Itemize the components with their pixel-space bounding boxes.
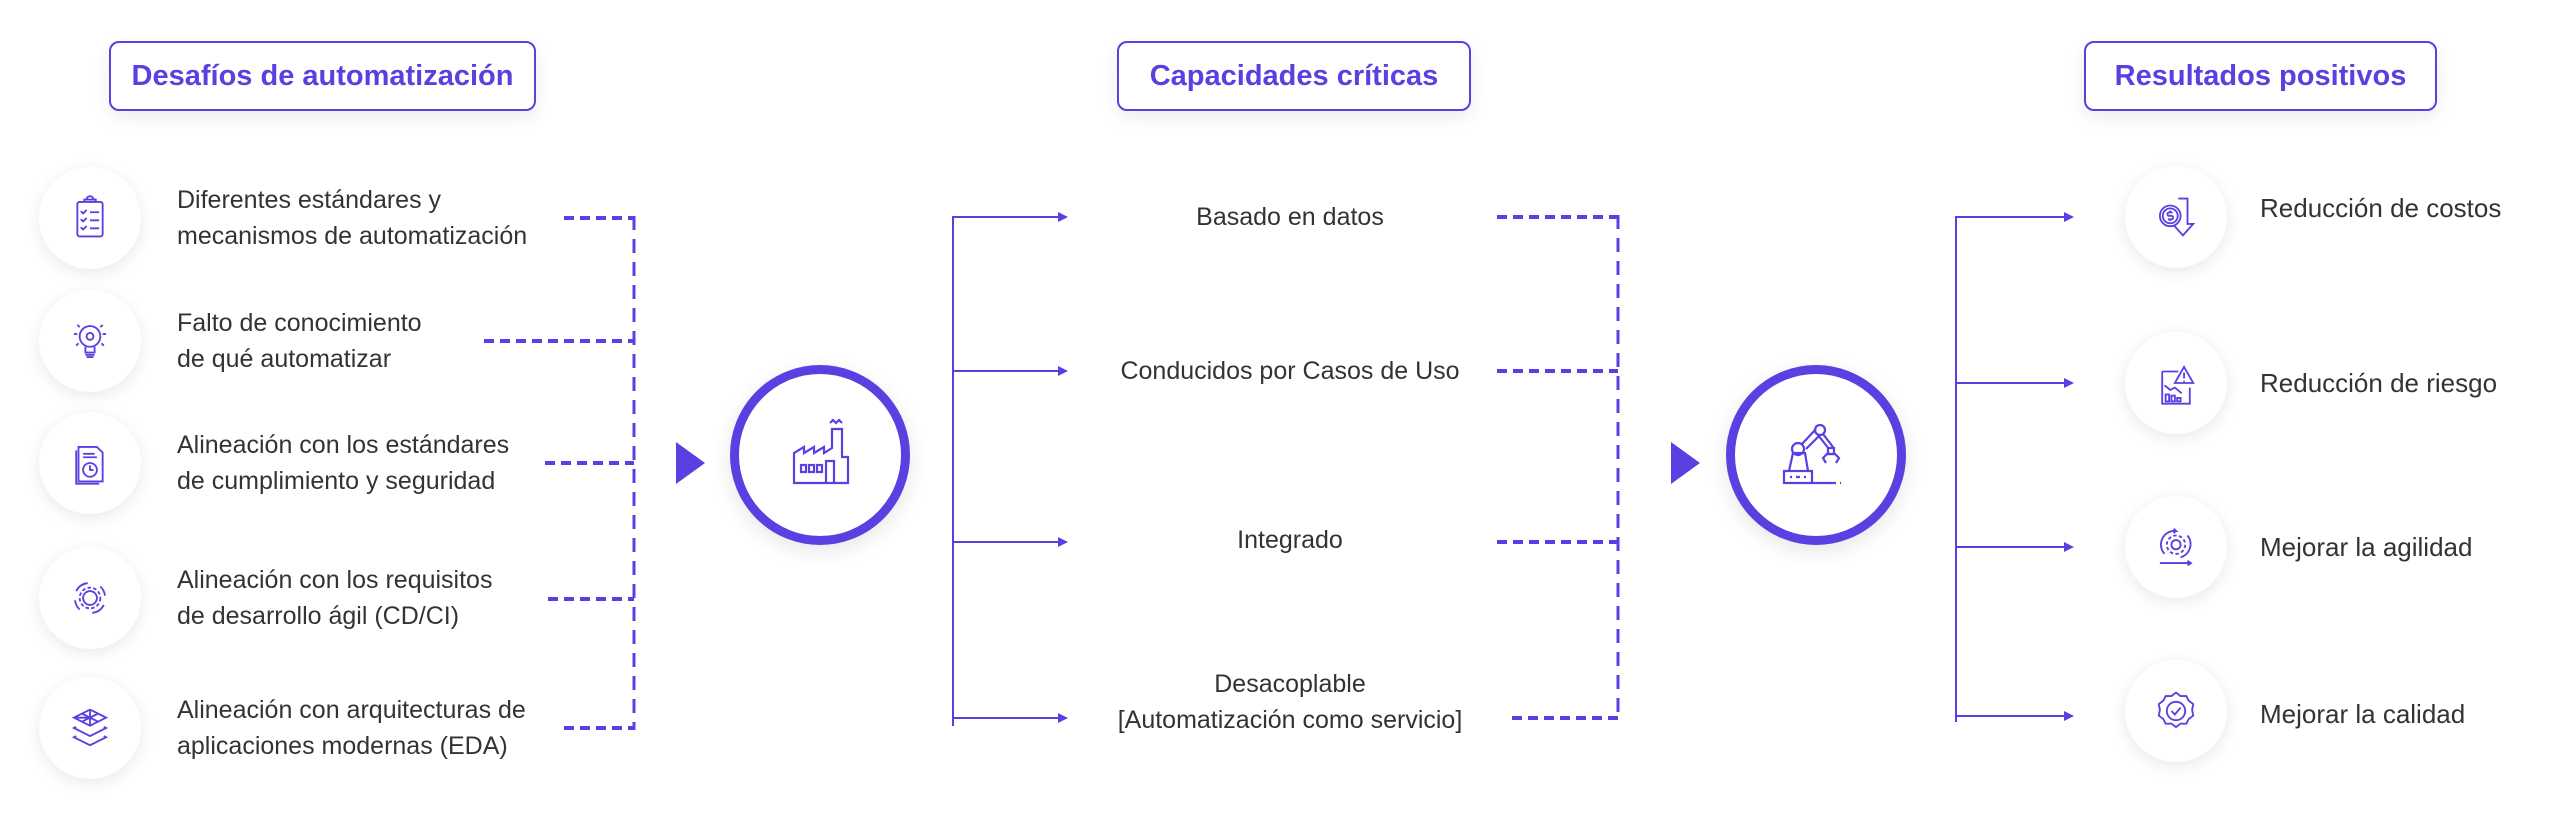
challenge-line: mecanismos de automatización [177, 222, 528, 250]
result-label: Reducción de costos [2260, 193, 2502, 223]
robot-arm-icon [1726, 365, 1906, 545]
lightbulb-gear-icon [39, 290, 141, 392]
capability-item: Desacoplable [Automatización como servici… [1080, 666, 1500, 738]
result-label: Mejorar la agilidad [2260, 532, 2473, 562]
result-label: Reducción de riesgo [2260, 368, 2498, 398]
header-challenges-label: Desafíos de automatización [131, 59, 514, 92]
results-arrows [1956, 212, 2074, 721]
capabilities-arrows [953, 212, 1068, 723]
challenge-line: aplicaciones modernas (EDA) [177, 732, 508, 760]
document-clock-icon [39, 412, 141, 514]
gear-cycle-icon [39, 547, 141, 649]
header-capabilities-label: Capacidades críticas [1149, 59, 1439, 92]
capability-item: Basado en datos [1080, 199, 1500, 235]
header-results-label: Resultados positivos [2114, 59, 2407, 92]
challenge-item: Falto de conocimiento de qué automatizar [177, 305, 422, 377]
quality-badge-icon [2125, 660, 2227, 762]
layers-grid-icon [39, 677, 141, 779]
challenge-item: Diferentes estándares y mecanismos de aut… [177, 182, 527, 254]
challenge-line: de cumplimiento y seguridad [177, 467, 496, 495]
challenge-line: Alineación con los requisitos [177, 566, 493, 594]
capability-line: Desacoplable [1214, 670, 1366, 698]
capability-item: Integrado [1080, 522, 1500, 558]
capabilities-dashed-connectors [1497, 215, 1618, 720]
challenge-item: Alineación con arquitecturas de aplicacio… [177, 692, 526, 764]
dollar-down-icon [2125, 166, 2227, 268]
challenge-item: Alineación con los estándares de cumplimi… [177, 427, 509, 499]
challenge-line: Alineación con arquitecturas de [177, 696, 526, 724]
factory-icon [730, 365, 910, 545]
challenge-line: Falto de conocimiento [177, 309, 422, 337]
play-triangle-icon [1671, 442, 1700, 484]
capability-line: Basado en datos [1196, 203, 1384, 231]
header-capabilities: Capacidades críticas [1117, 41, 1471, 111]
challenges-dashed-connectors [484, 216, 634, 730]
challenge-item: Alineación con los requisitos de desarrol… [177, 562, 492, 634]
capability-line: Integrado [1237, 526, 1343, 554]
capability-line: [Automatización como servicio] [1117, 706, 1463, 734]
checklist-icon [39, 167, 141, 269]
result-label: Mejorar la calidad [2260, 699, 2466, 729]
capability-item: Conducidos por Casos de Uso [1080, 353, 1500, 389]
header-challenges: Desafíos de automatización [109, 41, 536, 111]
challenge-line: Alineación con los estándares [177, 431, 510, 459]
risk-chart-icon [2125, 332, 2227, 434]
challenge-line: Diferentes estándares y [177, 186, 442, 214]
header-results: Resultados positivos [2084, 41, 2437, 111]
challenge-line: de qué automatizar [177, 345, 392, 373]
agile-gear-icon [2125, 496, 2227, 598]
play-triangle-icon [676, 442, 705, 484]
challenge-line: de desarrollo ágil (CD/CI) [177, 602, 460, 630]
capability-line: Conducidos por Casos de Uso [1120, 357, 1460, 385]
